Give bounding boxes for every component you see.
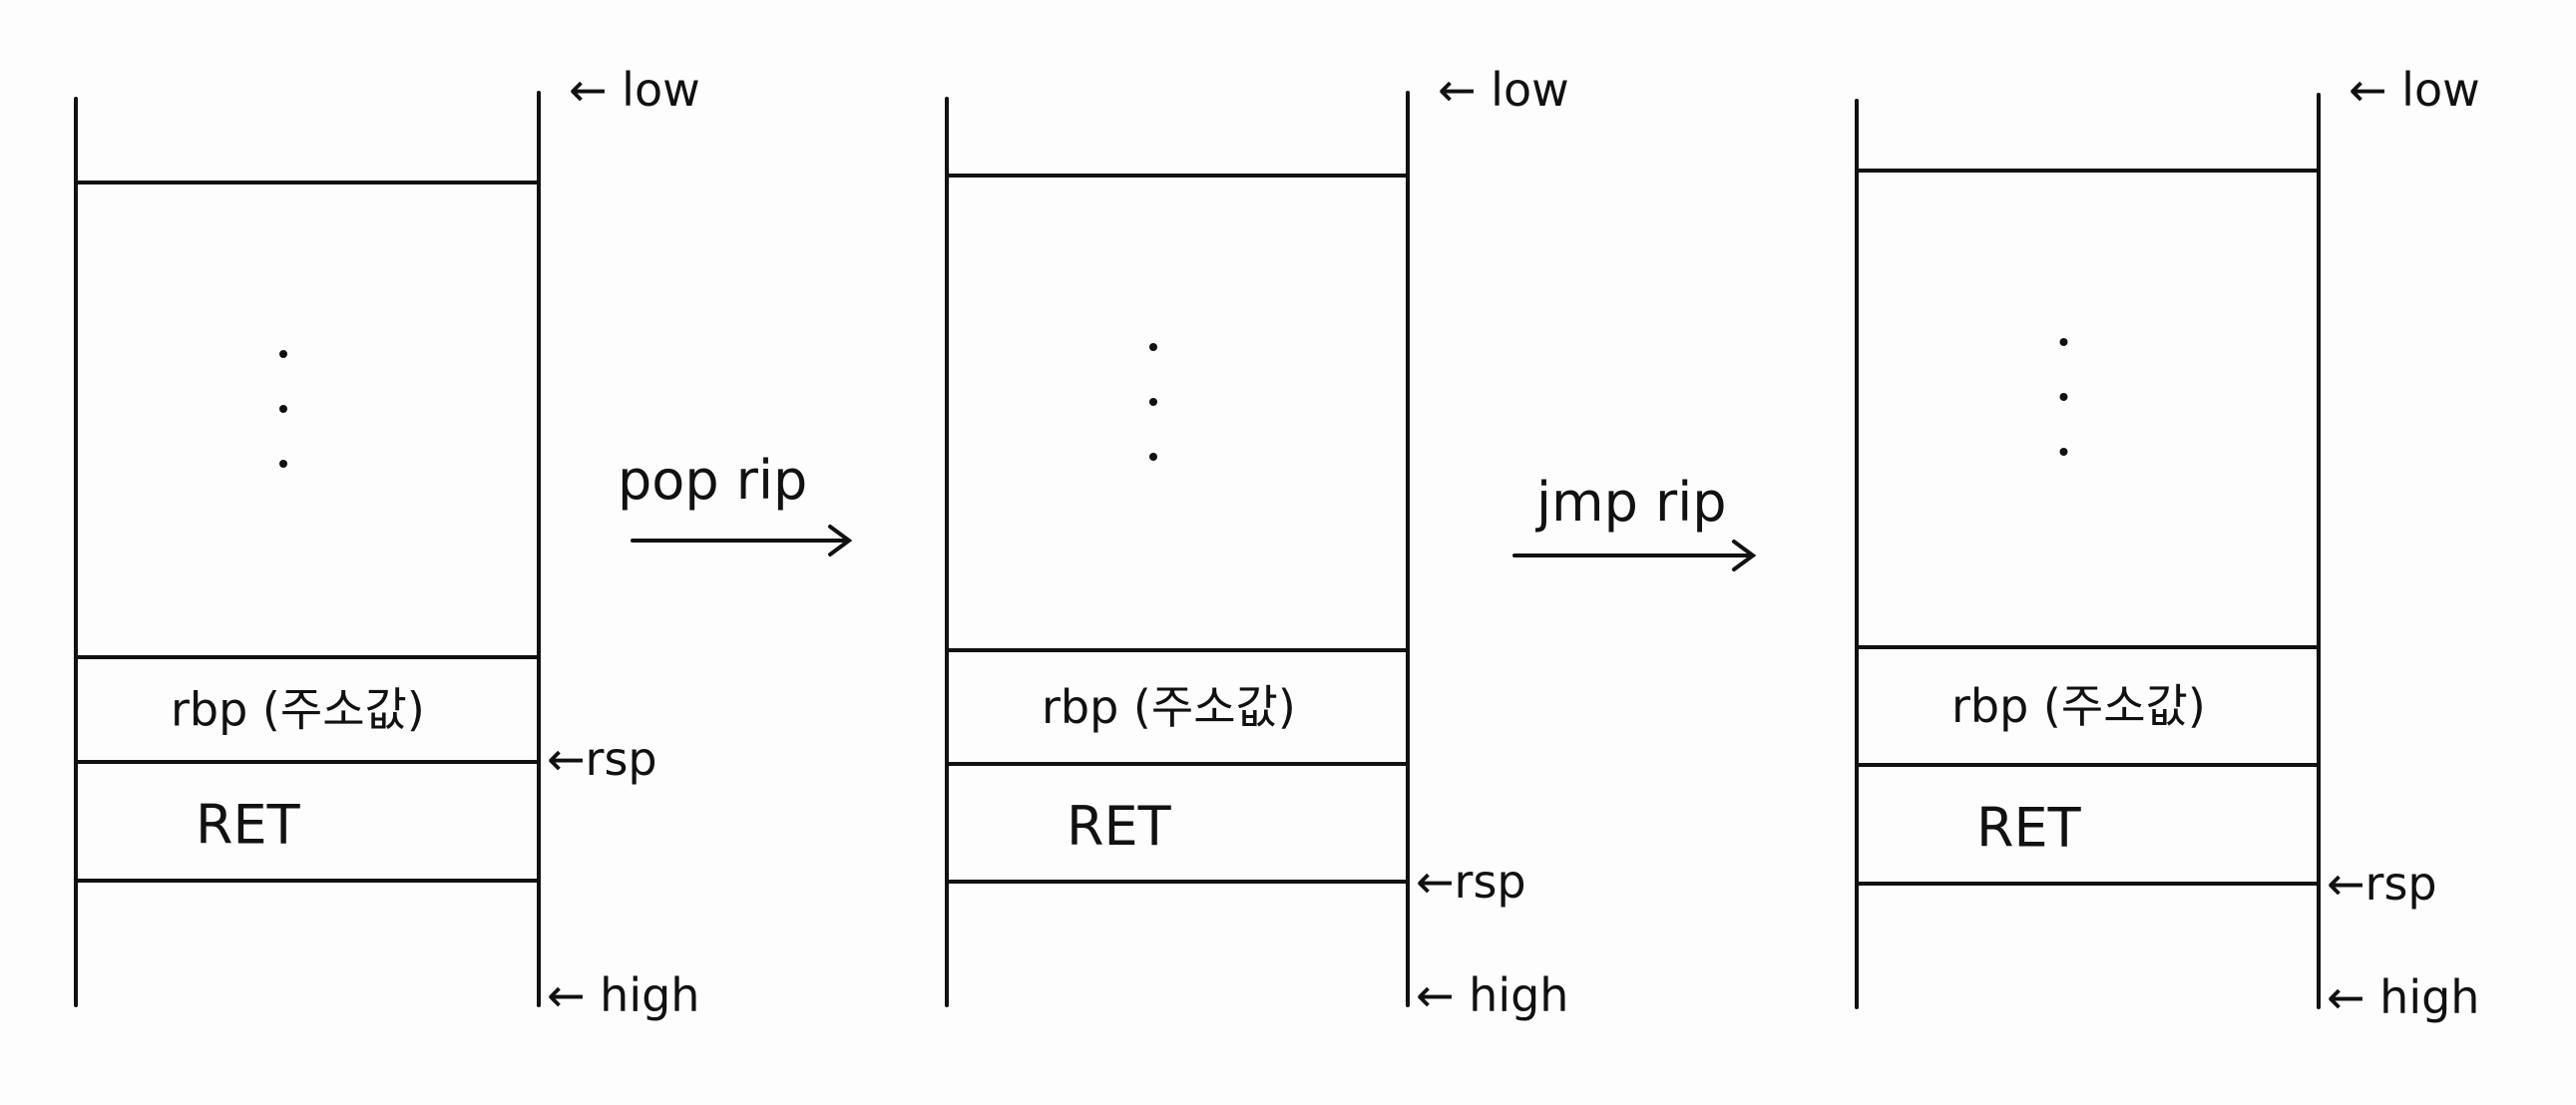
ellipsis-dot bbox=[279, 460, 287, 468]
ret-cell-label: RET bbox=[1976, 797, 2082, 860]
transition-label: jmp rip bbox=[1535, 471, 1727, 534]
ellipsis-dot bbox=[279, 350, 287, 358]
ellipsis-dot bbox=[1149, 453, 1157, 461]
low-label: ← low bbox=[1438, 63, 1569, 117]
high-label: ← high bbox=[547, 968, 699, 1022]
ret-cell-label: RET bbox=[1067, 795, 1172, 858]
low-label: ← low bbox=[569, 63, 700, 117]
rsp-pointer-label: ←rsp bbox=[2327, 857, 2437, 911]
ellipsis-dot bbox=[1149, 398, 1157, 406]
transition-jmp-rip: jmp rip bbox=[1512, 471, 1757, 571]
ellipsis-dot bbox=[2059, 448, 2068, 456]
rsp-pointer-label: ←rsp bbox=[547, 732, 657, 786]
ellipsis-dot bbox=[2059, 393, 2068, 401]
arrow-right-icon bbox=[1512, 540, 1757, 571]
high-label: ← high bbox=[2327, 970, 2479, 1024]
ret-cell-label: RET bbox=[196, 794, 301, 857]
rbp-cell-label: rbp (주소값) bbox=[1042, 680, 1296, 734]
ellipsis-dot bbox=[2059, 338, 2068, 346]
rsp-pointer-label: ←rsp bbox=[1416, 855, 1526, 909]
arrow-right-icon bbox=[631, 525, 853, 556]
stack-frame-2: ← low ← high rbp (주소값) RET ←rsp bbox=[945, 63, 1569, 1022]
rbp-cell-label: rbp (주소값) bbox=[171, 683, 425, 737]
stack-frame-1: ← low ← high rbp (주소값) RET ←rsp bbox=[74, 63, 700, 1022]
low-label: ← low bbox=[2349, 63, 2480, 117]
transition-label: pop rip bbox=[618, 449, 807, 512]
stack-frame-3: ← low ← high rbp (주소값) RET ←rsp bbox=[1855, 63, 2480, 1024]
transition-pop-rip: pop rip bbox=[618, 449, 853, 556]
ellipsis-dot bbox=[279, 405, 287, 413]
high-label: ← high bbox=[1416, 968, 1568, 1022]
ellipsis-dot bbox=[1149, 343, 1157, 351]
rbp-cell-label: rbp (주소값) bbox=[1951, 679, 2206, 733]
